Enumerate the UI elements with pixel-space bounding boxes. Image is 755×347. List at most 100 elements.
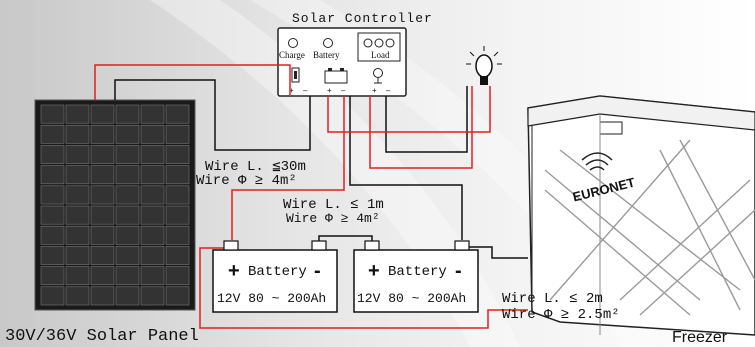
solar-cell <box>140 286 165 306</box>
wire-panel-length: Wire L. ≦30m <box>205 159 306 175</box>
terminal-minus: – <box>303 86 308 95</box>
positive-wires <box>94 64 528 329</box>
battery-icon <box>324 70 348 84</box>
solar-cell <box>115 185 140 205</box>
solar-cell <box>140 246 165 265</box>
solar-cell <box>165 286 190 306</box>
terminal-minus: – <box>386 86 391 95</box>
controller-title: Solar Controller <box>292 11 433 26</box>
solar-cell <box>90 225 115 245</box>
solar-cell <box>40 145 65 164</box>
terminal-minus: – <box>341 86 346 95</box>
solar-cell <box>90 266 115 286</box>
battery-1 <box>212 240 338 313</box>
solar-cell <box>65 145 90 164</box>
terminal-plus: + <box>327 86 332 95</box>
solar-cell <box>115 266 140 286</box>
solar-cell <box>140 145 165 164</box>
lamp-icon <box>466 46 502 85</box>
solar-cell <box>115 225 140 245</box>
terminal-plus: + <box>372 86 377 95</box>
load-indicator-icon <box>374 38 384 48</box>
battery-2-name: Battery <box>388 264 447 280</box>
freezer-label: Freezer <box>672 329 728 346</box>
battery-1-minus: - <box>314 260 321 282</box>
solar-cell <box>90 185 115 205</box>
solar-cell <box>115 286 140 306</box>
solar-cell <box>65 185 90 205</box>
battery-indicator-icon <box>323 38 333 48</box>
battery-2-spec: 12V 80 ~ 200Ah <box>357 291 466 306</box>
solar-cell <box>40 205 65 225</box>
terminal-plus: + <box>289 86 294 95</box>
solar-cell <box>165 205 190 225</box>
solar-controller <box>277 27 407 97</box>
solar-cell <box>165 124 190 144</box>
solar-cell <box>140 185 165 205</box>
wire-freezer-diameter: Wire Φ ≥ 2.5m² <box>502 307 620 323</box>
solar-cell <box>65 104 90 124</box>
solar-cell <box>165 145 190 164</box>
solar-cell <box>115 124 140 144</box>
battery-1-spec: 12V 80 ~ 200Ah <box>217 291 326 306</box>
wire-battery-diameter: Wire Φ ≥ 4m² <box>286 211 380 226</box>
battery-2-plus: + <box>368 260 380 282</box>
solar-cell <box>65 286 90 306</box>
solar-cell <box>165 104 190 124</box>
battery-2 <box>353 240 479 313</box>
solar-cell <box>140 225 165 245</box>
solar-cell <box>40 246 65 265</box>
load-indicator-icon <box>385 38 395 48</box>
negative-wires <box>114 79 528 259</box>
charge-indicator-icon <box>288 38 298 48</box>
solar-cell <box>90 104 115 124</box>
solar-cell <box>140 104 165 124</box>
solar-panel <box>34 99 196 311</box>
solar-cell <box>65 124 90 144</box>
battery-1-name: Battery <box>248 264 307 280</box>
solar-cell <box>90 165 115 185</box>
battery-label: Battery <box>313 50 340 60</box>
solar-cell <box>65 246 90 265</box>
solar-cell <box>90 205 115 225</box>
load-label: Load <box>371 50 390 60</box>
solar-cell <box>115 165 140 185</box>
solar-cell <box>140 266 165 286</box>
freezer <box>527 95 755 336</box>
solar-cell <box>65 266 90 286</box>
solar-cell <box>165 185 190 205</box>
solar-cell <box>40 266 65 286</box>
solar-cell <box>90 246 115 265</box>
solar-cell <box>140 165 165 185</box>
solar-cell <box>165 225 190 245</box>
solar-cell <box>65 205 90 225</box>
solar-cell <box>140 205 165 225</box>
battery-2-minus: - <box>455 260 462 282</box>
solar-cell <box>40 124 65 144</box>
solar-cell <box>165 165 190 185</box>
solar-cell <box>90 286 115 306</box>
battery-1-plus: + <box>228 260 240 282</box>
solar-cell <box>165 266 190 286</box>
solar-cell <box>115 205 140 225</box>
wire-panel-diameter: Wire Φ ≥ 4m² <box>196 173 297 189</box>
solar-cell <box>65 225 90 245</box>
solar-cell <box>115 246 140 265</box>
solar-cell <box>40 286 65 306</box>
solar-cell <box>65 165 90 185</box>
freezer-pattern <box>544 139 755 316</box>
solar-cell <box>115 145 140 164</box>
charge-label: Charge <box>279 50 305 60</box>
solar-cell <box>115 104 140 124</box>
solar-cell <box>40 165 65 185</box>
solar-cell <box>40 104 65 124</box>
panel-label: 30V/36V Solar Panel <box>5 327 199 346</box>
load-indicator-icon <box>363 38 373 48</box>
brand-wave-icon <box>589 166 605 171</box>
wire-freezer-length: Wire L. ≤ 2m <box>502 291 603 307</box>
battery-link-wire <box>318 235 373 241</box>
solar-cell <box>40 225 65 245</box>
wire-battery-length: Wire L. ≤ 1m <box>283 197 384 213</box>
